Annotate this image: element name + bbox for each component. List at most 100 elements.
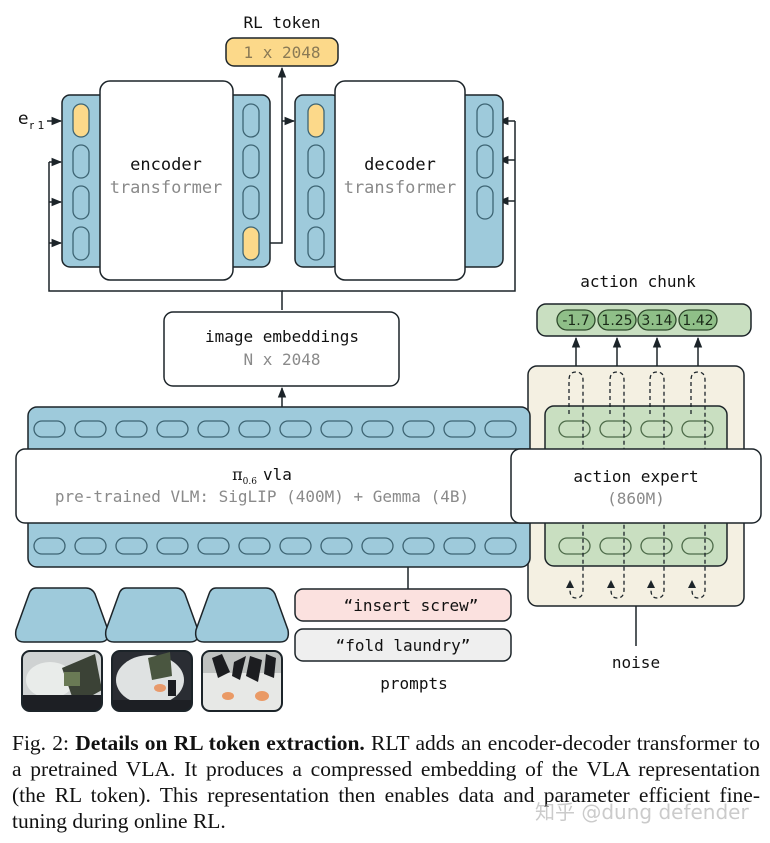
rl-token-path (270, 66, 296, 244)
vla-token (361, 537, 394, 555)
denoise-arrowhead (647, 580, 655, 588)
decoder-input-slot (307, 103, 325, 138)
vla-token (484, 537, 517, 555)
decoder-transformer-box (334, 80, 466, 281)
vla-token (156, 420, 189, 438)
denoise-arrowhead (607, 580, 615, 588)
vla-token (320, 420, 353, 438)
vla-token (33, 420, 66, 438)
vla-token (115, 537, 148, 555)
action-value: 1.42 (682, 313, 713, 329)
image-embeddings-shape: N x 2048 (243, 350, 320, 369)
vla-token (443, 537, 476, 555)
vla-token (279, 537, 312, 555)
vla-token (238, 537, 271, 555)
caption-title: Details on RL token extraction. (75, 731, 365, 755)
decoder-title: decoder (364, 155, 436, 175)
camera-view-2 (112, 651, 192, 711)
decoder-input-slot (307, 144, 325, 179)
encoder-input-slot (72, 103, 90, 138)
vla-token (74, 420, 107, 438)
decoder-output-slot (476, 144, 494, 179)
encoder-output-slot (242, 144, 260, 179)
camera-view-3 (202, 651, 282, 711)
image-encoder-2 (104, 587, 200, 643)
rl-token-title: RL token (243, 13, 320, 32)
vla-token (197, 537, 230, 555)
image-embeddings-title: image embeddings (205, 327, 359, 346)
prompt-fold-laundry: “fold laundry” (336, 636, 471, 655)
decoder-input-slot (307, 226, 325, 261)
caption-body: RLT adds an encoder-decoder transformer … (12, 731, 760, 833)
vla-token (197, 420, 230, 438)
encoder-output-slot (242, 185, 260, 220)
vla-token (238, 420, 271, 438)
image-encoder-1 (14, 587, 110, 643)
action-expert-top-tokens (558, 420, 714, 438)
prompt-fold-laundry-box (294, 628, 512, 662)
action-value: -1.7 (562, 313, 589, 329)
noise-label: noise (612, 653, 660, 672)
action-value-pill (637, 309, 677, 331)
action-expert-label-box (510, 448, 762, 524)
prompts-label: prompts (380, 674, 447, 693)
action-expert-token (599, 420, 632, 438)
action-expert-token (640, 420, 673, 438)
action-expert-token (681, 537, 714, 555)
action-value-pill (597, 309, 637, 331)
encoder-block: encoder transformer (61, 80, 271, 281)
decoder-block: decoder transformer (294, 80, 504, 281)
vla-label-box (15, 448, 539, 524)
image-embeddings-box (163, 311, 400, 387)
decoder-output-slot (476, 103, 494, 138)
prompt-insert-screw: “insert screw” (344, 596, 479, 615)
action-value: 1.25 (601, 313, 632, 329)
rl-token-box (225, 37, 339, 67)
encoder-input-slot (72, 226, 90, 261)
action-expert-token (599, 537, 632, 555)
encoder-output-slot (242, 226, 260, 261)
encoder-subtitle: transformer (110, 178, 223, 198)
decoder-subtitle: transformer (344, 178, 457, 198)
vla-token (484, 420, 517, 438)
rl-token-diagram: RL token 1 x 2048 encoder transformer er… (14, 13, 762, 712)
action-expert-token (558, 537, 591, 555)
encoder-feedback-lines (48, 116, 516, 310)
vla-token (156, 537, 189, 555)
prompt-insert-screw-box (294, 588, 512, 622)
vla-token (402, 537, 435, 555)
action-value: 3.14 (641, 313, 672, 329)
encoder-input-slot (72, 144, 90, 179)
action-chunk-title: action chunk (580, 272, 696, 291)
encoder-input-label: er 1 (18, 109, 45, 132)
action-output-arrows (571, 336, 703, 366)
denoise-arrowhead (566, 580, 574, 588)
action-expert-params: (860M) (607, 489, 665, 508)
camera-view-1 (22, 651, 102, 711)
action-value-pill (678, 309, 718, 331)
encoder-input-slot (72, 185, 90, 220)
vla-token (33, 537, 66, 555)
denoise-arrowhead (688, 580, 696, 588)
action-value-pill (556, 309, 596, 331)
vla-description: pre-trained VLM: SigLIP (400M) + Gemma (… (55, 487, 469, 506)
vla-bottom-tokens (33, 537, 517, 555)
action-expert-token (681, 420, 714, 438)
decoder-input-slot (307, 185, 325, 220)
encoder-output-slot (242, 103, 260, 138)
decoder-output-slot (476, 185, 494, 220)
action-expert-token (640, 537, 673, 555)
vla-token (320, 537, 353, 555)
action-expert-title: action expert (573, 467, 698, 486)
vla-token (74, 537, 107, 555)
encoder-title: encoder (130, 155, 202, 175)
vla-token (443, 420, 476, 438)
action-expert-token (558, 420, 591, 438)
figure-caption: Fig. 2: Details on RL token extraction. … (12, 730, 760, 834)
encoder-transformer-box (99, 80, 234, 281)
vla-token (115, 420, 148, 438)
vla-top-tokens (33, 420, 517, 438)
vla-token (361, 420, 394, 438)
image-encoders (14, 587, 290, 643)
image-encoder-3 (194, 587, 290, 643)
